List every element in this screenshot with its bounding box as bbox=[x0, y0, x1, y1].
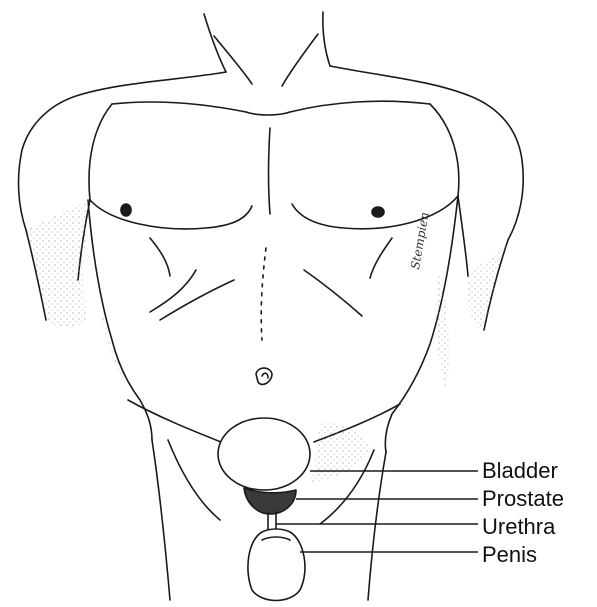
left-thigh-line bbox=[152, 440, 170, 600]
left-nipple bbox=[121, 204, 131, 216]
label-urethra: Urethra bbox=[482, 515, 555, 539]
left-oblique bbox=[150, 270, 196, 312]
right-clavicle bbox=[290, 101, 430, 112]
left-flank bbox=[88, 200, 152, 440]
left-clavicle bbox=[112, 102, 246, 112]
penis-organ bbox=[248, 529, 305, 601]
linea-alba bbox=[261, 248, 266, 340]
left-pectoral bbox=[90, 200, 252, 229]
neck-left-outline bbox=[204, 14, 226, 72]
left-abdominal bbox=[160, 280, 234, 320]
right-deltoid bbox=[430, 104, 459, 196]
navel bbox=[256, 368, 272, 384]
neck-right-outline bbox=[323, 12, 330, 66]
navel-crease bbox=[262, 373, 268, 378]
sternum-line bbox=[269, 128, 271, 214]
right-abdominal bbox=[304, 270, 362, 316]
left-inguinal bbox=[168, 440, 220, 520]
right-arm-inner bbox=[458, 196, 468, 276]
right-rib-line bbox=[370, 238, 392, 278]
label-prostate: Prostate bbox=[482, 487, 564, 511]
label-penis: Penis bbox=[482, 543, 537, 567]
right-nipple bbox=[372, 207, 384, 217]
prostate-organ bbox=[244, 488, 296, 514]
left-rib-line bbox=[150, 238, 170, 276]
label-bladder: Bladder bbox=[482, 459, 558, 483]
sternal-notch bbox=[246, 112, 290, 115]
left-deltoid bbox=[89, 104, 112, 200]
bladder-organ bbox=[218, 418, 310, 490]
right-thigh-line bbox=[368, 452, 386, 600]
neck-muscle-right bbox=[282, 34, 318, 86]
